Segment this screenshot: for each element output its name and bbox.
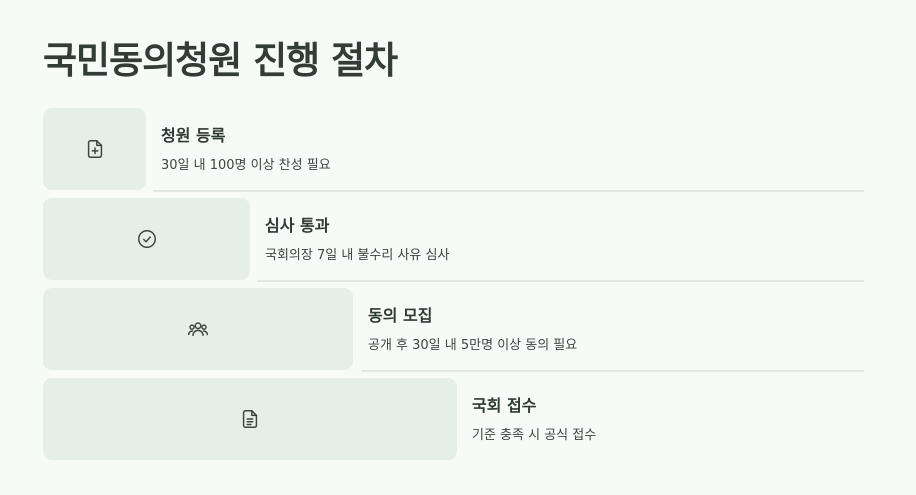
step-consent-collect: 동의 모집 공개 후 30일 내 5만명 이상 동의 필요 [43, 288, 864, 372]
divider [257, 280, 864, 282]
step-icon-box [43, 378, 457, 460]
step-icon-box [43, 288, 353, 370]
file-plus-icon [87, 140, 102, 158]
divider [153, 190, 864, 192]
step-desc: 30일 내 100명 이상 찬성 필요 [161, 158, 331, 173]
users-icon [187, 322, 209, 337]
step-review-pass: 심사 통과 국회의장 7일 내 불수리 사유 심사 [43, 198, 864, 282]
step-desc: 공개 후 30일 내 5만명 이상 동의 필요 [368, 338, 578, 353]
step-title: 심사 통과 [265, 216, 330, 235]
step-petition-register: 청원 등록 30일 내 100명 이상 찬성 필요 [43, 108, 864, 192]
step-assembly-receipt: 국회 접수 기준 충족 시 공식 접수 [43, 378, 864, 460]
step-desc: 기준 충족 시 공식 접수 [472, 428, 597, 443]
step-icon-box [43, 198, 250, 280]
divider [361, 370, 864, 372]
file-text-icon [242, 410, 258, 428]
step-title: 동의 모집 [368, 306, 433, 325]
check-circle-icon [137, 230, 156, 248]
step-desc: 국회의장 7일 내 불수리 사유 심사 [265, 248, 450, 263]
step-title: 청원 등록 [161, 126, 226, 145]
step-icon-box [43, 108, 146, 190]
step-title: 국회 접수 [472, 396, 537, 415]
page-title: 국민동의청원 진행 절차 [43, 39, 398, 82]
